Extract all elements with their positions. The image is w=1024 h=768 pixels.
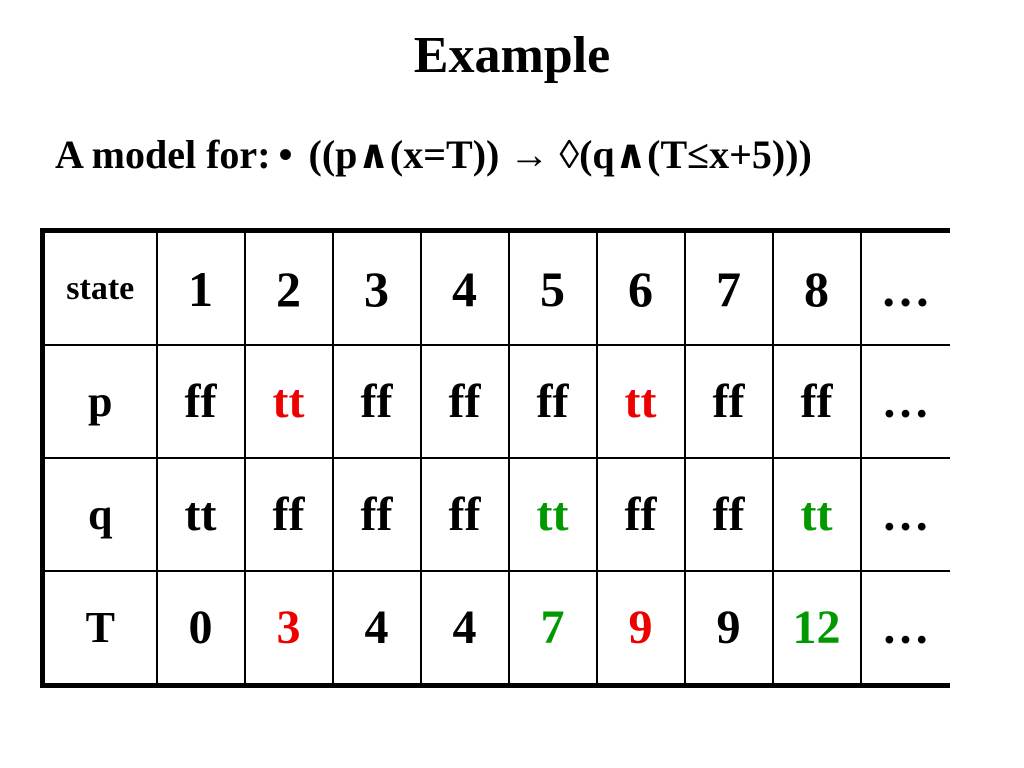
- row-label-state: state: [41, 229, 158, 346]
- cell-T-2: 3: [243, 570, 334, 687]
- row-label-p: p: [41, 344, 158, 459]
- table-row-state: state 1 2 3 4 5 6 7 8 …: [41, 229, 950, 346]
- model-table: state 1 2 3 4 5 6 7 8 … p ff tt ff ff ff…: [40, 228, 950, 688]
- cell-T-6: 9: [595, 570, 686, 687]
- table-row-T: T 0 3 4 4 7 9 9 12 …: [41, 570, 950, 687]
- cell-state-ellipsis: …: [859, 229, 950, 346]
- cell-p-ellipsis: …: [859, 344, 950, 459]
- cell-state-6: 6: [595, 229, 686, 346]
- table-row-q: q tt ff ff ff tt ff ff tt …: [41, 457, 950, 572]
- cell-q-8: tt: [771, 457, 862, 572]
- cell-q-ellipsis: …: [859, 457, 950, 572]
- cell-q-5: tt: [507, 457, 598, 572]
- cell-p-4: ff: [419, 344, 510, 459]
- bullet-icon: •: [278, 132, 293, 177]
- row-label-T: T: [41, 570, 158, 687]
- cell-T-5: 7: [507, 570, 598, 687]
- cell-p-6: tt: [595, 344, 686, 459]
- cell-T-1: 0: [155, 570, 246, 687]
- cell-p-8: ff: [771, 344, 862, 459]
- cell-p-7: ff: [683, 344, 774, 459]
- cell-q-2: ff: [243, 457, 334, 572]
- cell-state-2: 2: [243, 229, 334, 346]
- slide-title: Example: [413, 27, 611, 84]
- table-row-p: p ff tt ff ff ff tt ff ff …: [41, 344, 950, 459]
- cell-q-3: ff: [331, 457, 422, 572]
- cell-q-4: ff: [419, 457, 510, 572]
- cell-p-2: tt: [243, 344, 334, 459]
- formula-expression: ((p∧(x=T)) → ◊(q∧(T≤x+5))): [308, 132, 812, 177]
- cell-q-7: ff: [683, 457, 774, 572]
- cell-p-1: ff: [155, 344, 246, 459]
- cell-T-3: 4: [331, 570, 422, 687]
- cell-p-3: ff: [331, 344, 422, 459]
- cell-q-1: tt: [155, 457, 246, 572]
- cell-T-4: 4: [419, 570, 510, 687]
- cell-T-ellipsis: …: [859, 570, 950, 687]
- cell-state-3: 3: [331, 229, 422, 346]
- cell-state-4: 4: [419, 229, 510, 346]
- cell-q-6: ff: [595, 457, 686, 572]
- cell-state-5: 5: [507, 229, 598, 346]
- model-formula: A model for:• ((p∧(x=T)) → ◊(q∧(T≤x+5))): [55, 132, 812, 178]
- formula-prefix: A model for:: [55, 132, 271, 177]
- cell-T-8: 12: [771, 570, 862, 687]
- row-label-q: q: [41, 457, 158, 572]
- cell-state-8: 8: [771, 229, 862, 346]
- cell-T-7: 9: [683, 570, 774, 687]
- cell-state-7: 7: [683, 229, 774, 346]
- cell-p-5: ff: [507, 344, 598, 459]
- cell-state-1: 1: [155, 229, 246, 346]
